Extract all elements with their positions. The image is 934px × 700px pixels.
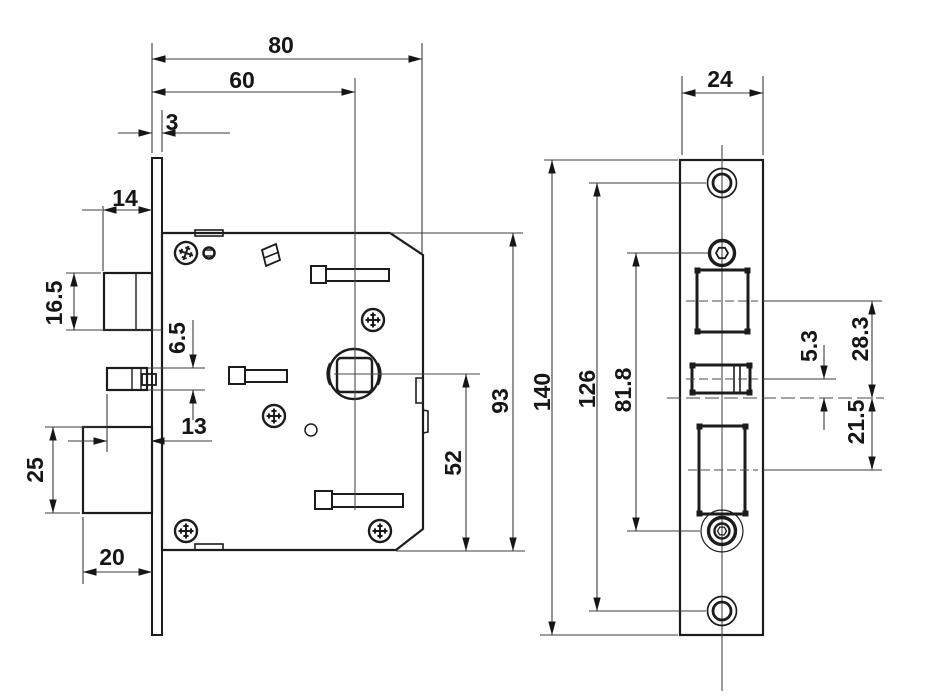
phillips-screw — [367, 518, 393, 544]
dim-label-20: 20 — [99, 544, 125, 570]
dim-label-140: 140 — [529, 373, 555, 411]
dim-label-6-5: 6.5 — [164, 322, 190, 354]
bottom-edge-tab — [194, 543, 224, 551]
top-edge-tab — [194, 229, 224, 237]
dim-label-14: 14 — [112, 185, 138, 211]
phillips-screw — [173, 240, 199, 266]
faceplate-front-view — [667, 145, 884, 691]
auxiliary-latch-pin — [141, 373, 157, 386]
front-view-dimensions: 24 140 126 81.8 5.3 28.3 21.5 — [529, 66, 876, 636]
dim-label-3: 3 — [166, 109, 179, 135]
dim-label-60: 60 — [229, 67, 255, 93]
dim-label-28-3: 28.3 — [847, 317, 873, 362]
pivot-hole — [304, 423, 318, 437]
dim-label-24: 24 — [707, 66, 733, 92]
latch-window — [694, 267, 751, 335]
side-view-dimensions: 80 60 3 14 16.5 6.5 13 25 20 52 93 — [22, 32, 525, 584]
phillips-screw — [360, 307, 386, 333]
deadbolt — [81, 425, 154, 515]
edge-bump — [422, 409, 429, 434]
dim-label-21-5: 21.5 — [843, 399, 869, 444]
upper-guide-slot — [310, 265, 390, 284]
lower-hex-socket-bolt — [700, 509, 744, 553]
upper-hex-socket-bolt — [707, 238, 737, 268]
dim-label-13: 13 — [181, 413, 207, 439]
auxiliary-latch — [105, 366, 157, 392]
dim-label-126: 126 — [574, 370, 600, 408]
stop-pin — [202, 246, 216, 260]
latch-bolt — [102, 271, 154, 332]
phillips-screw — [261, 403, 287, 429]
middle-guide-slot — [228, 366, 288, 385]
dim-label-52: 52 — [440, 450, 466, 476]
lock-case-side-view — [81, 78, 480, 636]
edge-notch — [415, 377, 423, 404]
bottom-screw-hole — [706, 595, 738, 627]
spring-tab — [260, 242, 282, 268]
dim-label-93: 93 — [487, 388, 513, 414]
dim-label-80: 80 — [268, 32, 294, 58]
dim-label-5-3: 5.3 — [796, 330, 822, 362]
dim-label-81-8: 81.8 — [610, 367, 636, 412]
phillips-screw — [173, 518, 199, 544]
lower-guide-slot — [314, 490, 404, 510]
dim-label-16-5: 16.5 — [41, 280, 67, 325]
top-screw-hole — [706, 167, 738, 199]
dim-label-25: 25 — [22, 457, 48, 483]
faceplate-edge — [151, 157, 163, 636]
